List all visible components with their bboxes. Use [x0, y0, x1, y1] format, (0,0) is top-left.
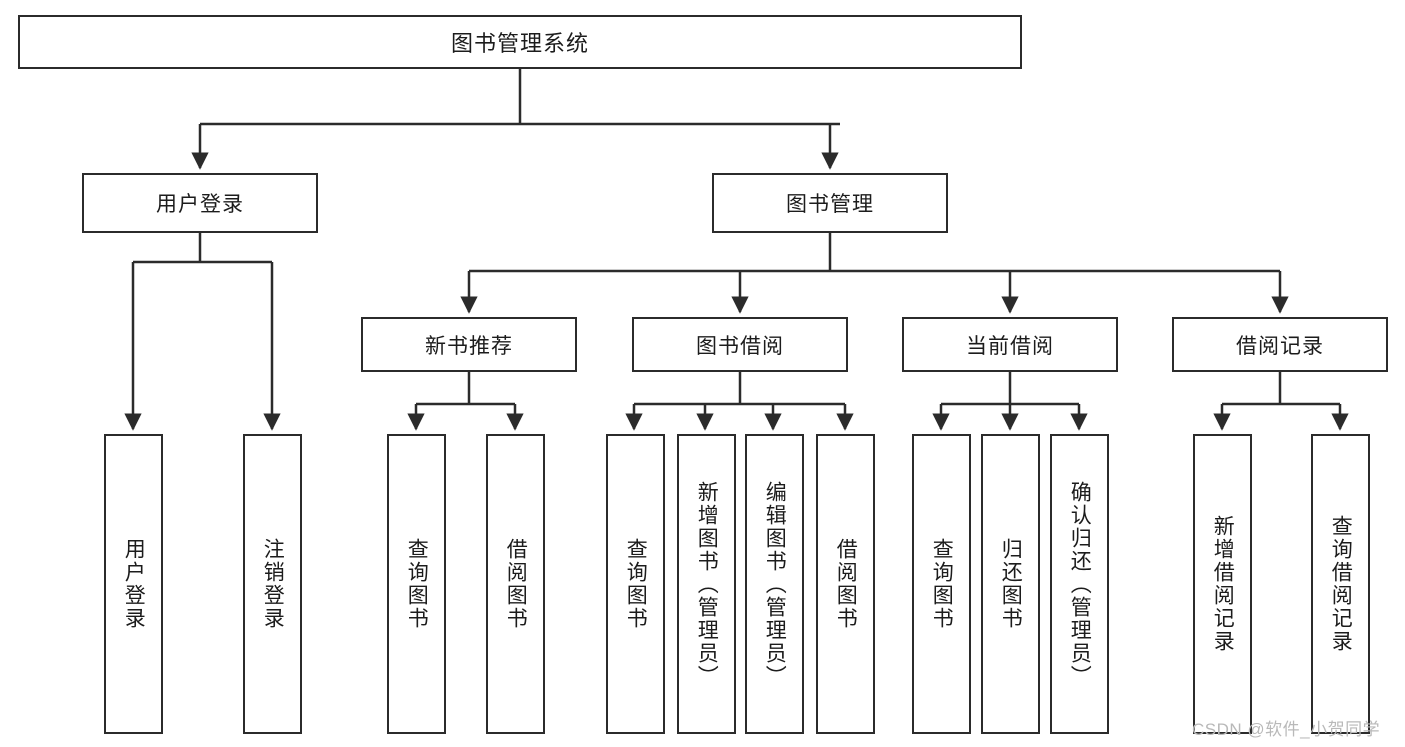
node-label: 图书管理: [786, 193, 874, 216]
node-label: 图书借阅: [696, 334, 784, 358]
node-label: 借阅记录: [1236, 334, 1324, 358]
leaf-borrow-book-recommend[interactable]: 借阅图书: [486, 434, 545, 734]
leaf-query-borrow-record[interactable]: 查询借阅记录: [1311, 434, 1370, 734]
node-label: 借阅图书: [504, 538, 528, 630]
node-user-login[interactable]: 用户登录: [82, 173, 318, 233]
leaf-query-book-current[interactable]: 查询图书: [912, 434, 971, 734]
node-label: 用户登录: [156, 193, 244, 216]
node-label: 确认归还（管理员）: [1068, 480, 1092, 688]
leaf-user-login[interactable]: 用户登录: [104, 434, 163, 734]
leaf-query-book-recommend[interactable]: 查询图书: [387, 434, 446, 734]
node-new-book-recommend[interactable]: 新书推荐: [361, 317, 577, 372]
leaf-confirm-return[interactable]: 确认归还（管理员）: [1050, 434, 1109, 734]
leaf-edit-book[interactable]: 编辑图书（管理员）: [745, 434, 804, 734]
leaf-add-book[interactable]: 新增图书（管理员）: [677, 434, 736, 734]
node-label: 归还图书: [999, 538, 1023, 630]
node-label: 查询图书: [930, 538, 954, 630]
node-label: 查询图书: [405, 538, 429, 630]
node-current-borrow[interactable]: 当前借阅: [902, 317, 1118, 372]
leaf-logout-login[interactable]: 注销登录: [243, 434, 302, 734]
leaf-return-book[interactable]: 归还图书: [981, 434, 1040, 734]
node-root-book-management-system[interactable]: 图书管理系统: [18, 15, 1022, 69]
node-borrow-record[interactable]: 借阅记录: [1172, 317, 1388, 372]
node-label: 图书管理系统: [450, 31, 589, 56]
node-label: 查询图书: [624, 538, 648, 630]
node-label: 注销登录: [261, 538, 285, 630]
leaf-borrow-book[interactable]: 借阅图书: [816, 434, 875, 734]
node-label: 查询借阅记录: [1329, 515, 1353, 653]
node-book-borrow[interactable]: 图书借阅: [632, 317, 848, 372]
csdn-watermark: CSDN @软件_小贺同学: [1192, 720, 1381, 739]
node-label: 新增图书（管理员）: [695, 480, 719, 688]
leaf-add-borrow-record[interactable]: 新增借阅记录: [1193, 434, 1252, 734]
node-label: 借阅图书: [834, 538, 858, 630]
node-label: 新增借阅记录: [1211, 515, 1235, 653]
node-label: 新书推荐: [425, 334, 513, 358]
node-label: 编辑图书（管理员）: [763, 480, 787, 688]
node-label: 用户登录: [122, 538, 146, 630]
leaf-query-book-borrow[interactable]: 查询图书: [606, 434, 665, 734]
node-book-management[interactable]: 图书管理: [712, 173, 948, 233]
node-label: 当前借阅: [966, 334, 1054, 358]
